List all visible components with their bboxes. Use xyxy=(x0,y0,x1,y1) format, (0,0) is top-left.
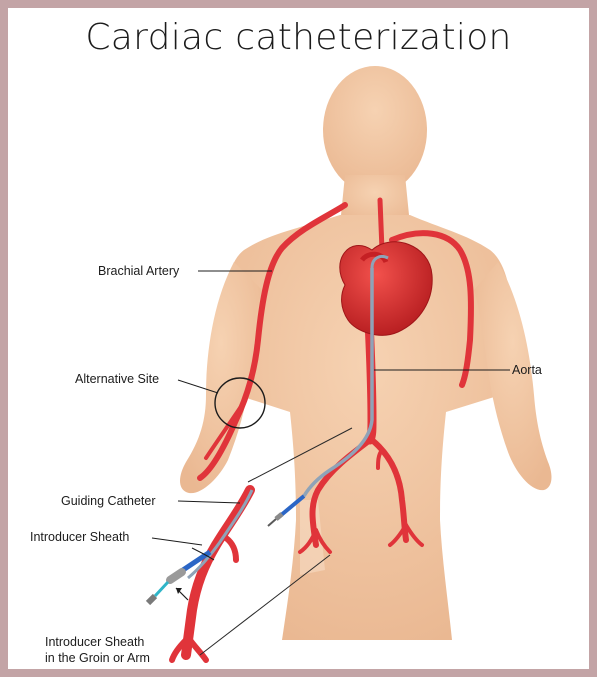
leader-introducer xyxy=(152,538,202,545)
label-introducer-sheath: Introducer Sheath xyxy=(30,530,129,544)
label-guiding-catheter: Guiding Catheter xyxy=(61,494,156,508)
label-aorta: Aorta xyxy=(512,363,542,377)
label-introducer-sheath-groin-2: in the Groin or Arm xyxy=(45,651,150,665)
label-brachial-artery: Brachial Artery xyxy=(98,264,180,278)
leader-guiding xyxy=(178,501,240,503)
magnified-femoral-inset xyxy=(148,490,252,660)
head xyxy=(323,66,427,194)
carotid-artery xyxy=(380,200,382,250)
label-introducer-sheath-groin-1: Introducer Sheath xyxy=(45,635,144,649)
label-alternative-site: Alternative Site xyxy=(75,372,159,386)
